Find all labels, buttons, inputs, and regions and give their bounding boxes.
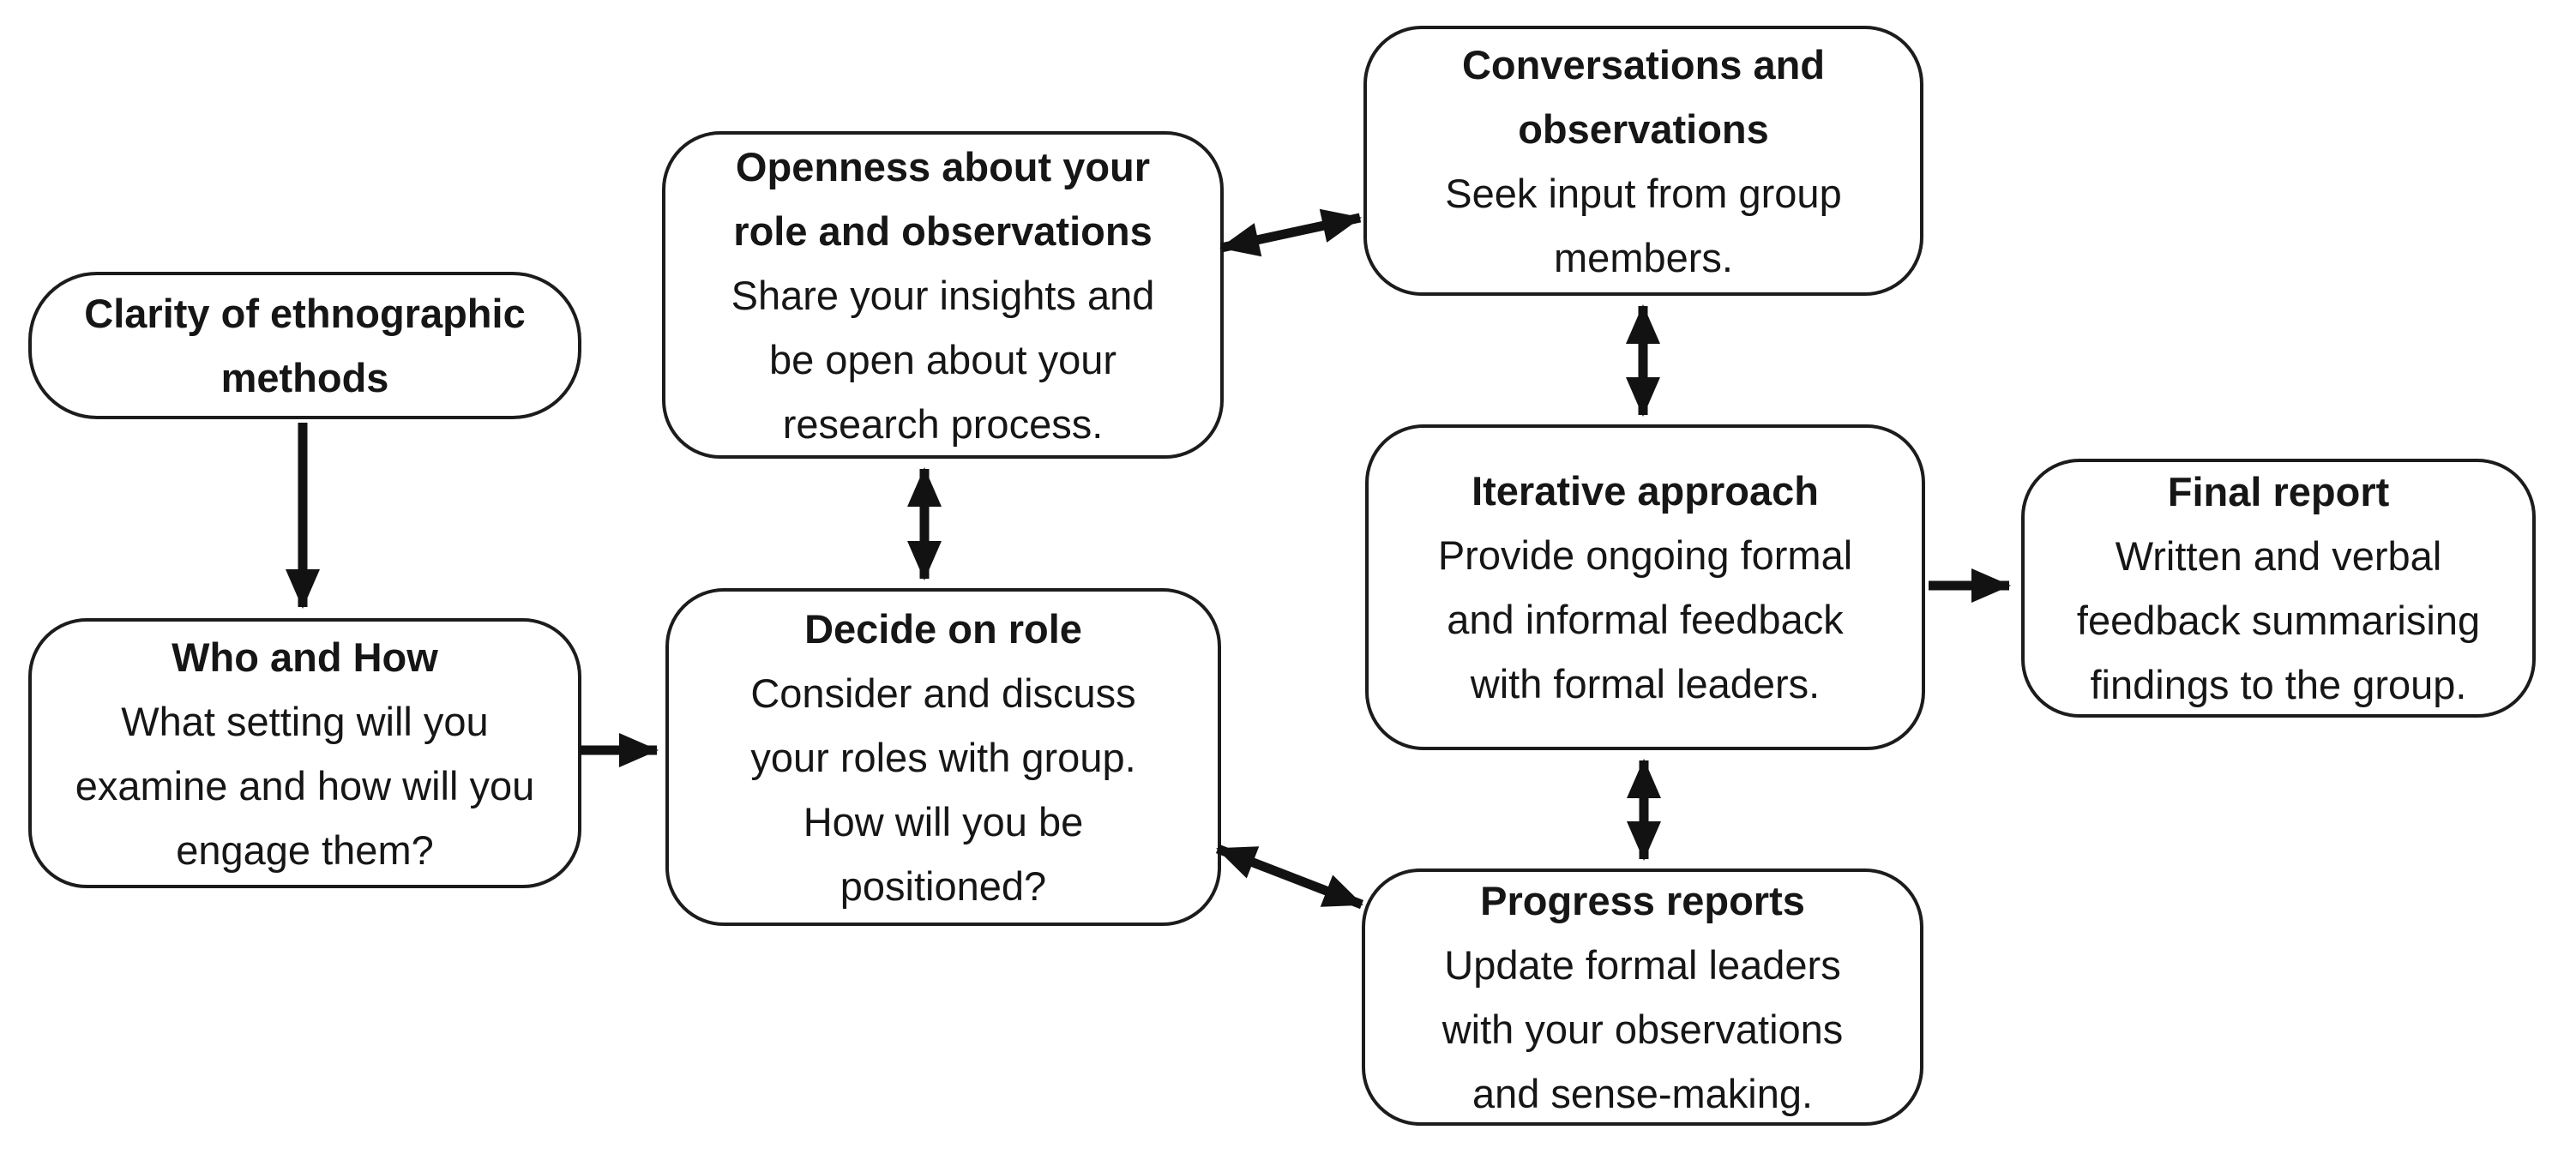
node-body: Consider and discuss your roles with gro… — [750, 670, 1136, 909]
node-title: Final report — [2167, 469, 2390, 514]
node-decide-on-role: Decide on role Consider and discuss your… — [665, 588, 1221, 926]
node-iterative-approach: Iterative approach Provide ongoing forma… — [1365, 424, 1925, 750]
node-title: Conversations and observations — [1461, 41, 1826, 152]
node-title: Who and How — [172, 634, 438, 680]
node-clarity-of-ethnographic-methods: Clarity of ethnographic methods — [28, 272, 581, 419]
node-title: Clarity of ethnographic methods — [84, 291, 526, 400]
node-body: Provide ongoing formal and informal feed… — [1437, 532, 1853, 706]
node-title: Iterative approach — [1472, 468, 1819, 514]
arrow-decide-progress-bidirectional — [1216, 844, 1363, 910]
arrow-openness-conversations-bidirectional — [1219, 208, 1362, 257]
node-openness-about-your-role-and-observations: Openness about your role and observation… — [662, 131, 1224, 459]
node-body: Written and verbal feedback summarising … — [2076, 533, 2481, 707]
node-body: What setting will you examine and how wi… — [75, 698, 535, 873]
node-title: Openness about your role and observation… — [733, 143, 1153, 254]
node-progress-reports: Progress reports Update formal leaders w… — [1362, 868, 1923, 1126]
node-body: Seek input from group members. — [1445, 170, 1842, 280]
node-who-and-how: Who and How What setting will you examin… — [28, 618, 581, 888]
node-body: Update formal leaders with your observat… — [1441, 942, 1844, 1116]
node-conversations-and-observations: Conversations and observations Seek inpu… — [1363, 26, 1923, 296]
node-body: Share your insights and be open about yo… — [731, 272, 1155, 447]
node-title: Decide on role — [804, 605, 1082, 652]
node-title: Progress reports — [1480, 878, 1805, 923]
node-final-report: Final report Written and verbal feedback… — [2021, 459, 2536, 718]
